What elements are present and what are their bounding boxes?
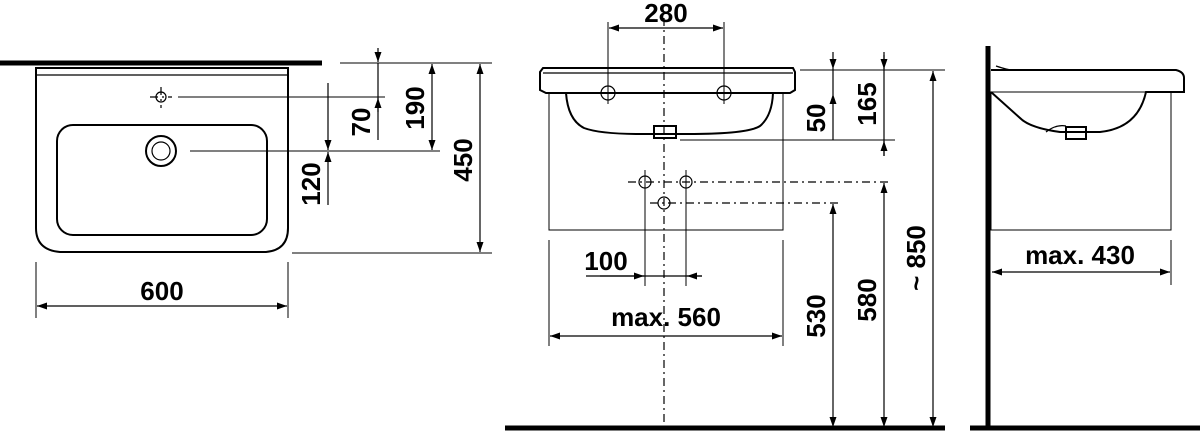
front-drain-stub [653,125,677,139]
dim-cabinet-depth-label: max. 430 [1025,240,1135,270]
side-drain-curve [1045,125,1067,133]
side-view: max. 430 [970,46,1200,431]
top-view: 600 450 190 70 120 [0,48,492,318]
front-view: 280 100 max. 560 50 165 530 580 ~ 850 [505,0,945,431]
side-cabinet [990,91,1172,231]
front-basin-rim [539,67,796,94]
basin-bowl [56,124,268,236]
dim-tap-spacing-label: 280 [644,0,687,28]
dim-waste-spacing-label: 100 [584,246,627,276]
dim-depth-label: 450 [448,138,478,181]
dim-rim-height-label: 50 [801,104,831,133]
dim-tap-offset-label: 70 [346,108,376,137]
dim-cabinet-width-label: max. 560 [611,302,721,332]
front-cabinet [548,92,784,231]
basin-outline [35,67,289,253]
dim-waste-height-high-label: 580 [852,278,882,321]
drain-hole-inner [151,141,171,161]
front-basin-bowl [565,92,774,135]
dim-waste-height-low-label: 530 [801,294,831,337]
dim-rim-floor-label: ~ 850 [901,225,931,291]
drain-hole-outer [145,135,177,167]
dim-drain-front-label: 120 [296,162,326,205]
dim-drain-depth-label: 165 [852,82,882,125]
side-drain-stub [1065,126,1087,140]
dim-drain-offset-label: 190 [400,86,430,129]
dim-width-label: 600 [140,276,183,306]
side-basin-profile [990,69,1185,133]
